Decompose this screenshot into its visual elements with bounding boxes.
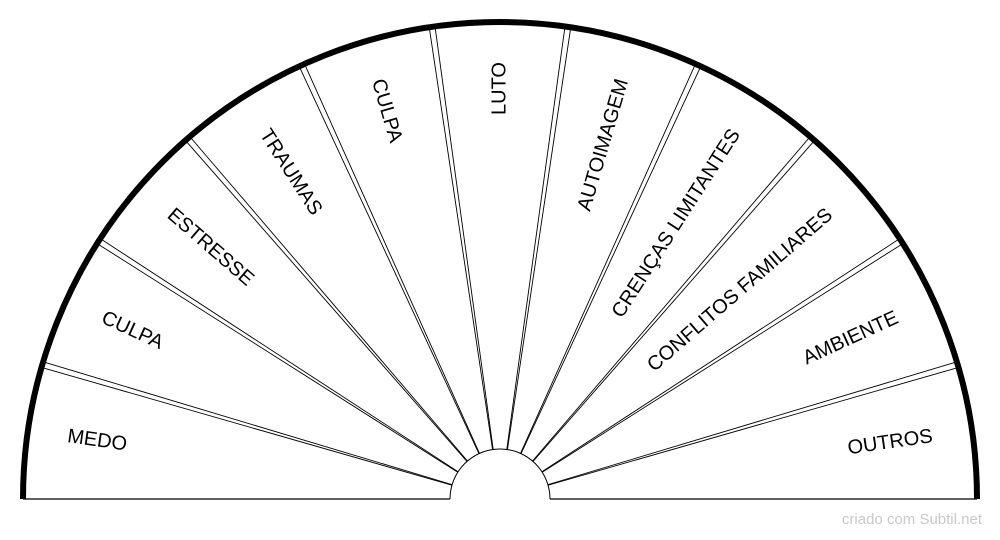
sector-divider <box>304 63 480 454</box>
sector-divider <box>506 27 572 450</box>
sector-label: OUTROS <box>846 425 934 459</box>
sector-divider <box>100 238 459 473</box>
sector-label: AMBIENTE <box>800 307 902 369</box>
sector-divider <box>541 238 900 473</box>
sector-dividers <box>23 26 977 500</box>
sector-label: LUTO <box>488 62 510 115</box>
sector-divider <box>506 26 566 450</box>
sector-divider <box>532 140 815 462</box>
sector-divider <box>185 140 468 462</box>
sector-divider <box>428 27 494 450</box>
sector-divider <box>547 361 957 486</box>
sector-divider <box>520 63 696 454</box>
sector-label: ESTRESSE <box>163 204 258 291</box>
sector-label: CULPA <box>367 76 407 145</box>
sector-divider <box>189 136 468 462</box>
sector-divider <box>43 361 453 486</box>
sector-label: CULPA <box>98 307 167 354</box>
outer-arc <box>20 19 980 500</box>
footer-credit: criado com Subtil.net <box>841 511 982 528</box>
sector-divider <box>541 243 904 473</box>
sector-label: TRAUMAS <box>255 125 326 219</box>
sector-divider <box>434 26 494 450</box>
sector-label: AUTOIMAGEM <box>573 76 633 213</box>
sector-divider <box>41 366 453 486</box>
sector-divider <box>520 66 702 454</box>
sector-divider <box>532 136 811 462</box>
center-hub-arc <box>449 448 551 500</box>
sector-label: MEDO <box>66 425 129 455</box>
sector-divider <box>298 66 480 454</box>
sector-divider <box>96 243 459 473</box>
sector-divider <box>547 366 959 486</box>
